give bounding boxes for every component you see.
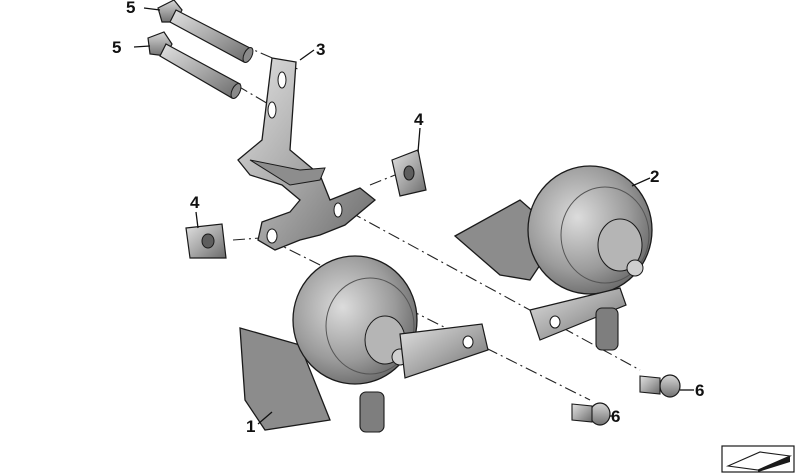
callout-4-right: 4 xyxy=(414,110,424,129)
callout-1: 1 xyxy=(246,417,255,436)
bracket-3 xyxy=(237,57,377,251)
callout-3: 3 xyxy=(316,40,325,59)
callout-5-lower: 5 xyxy=(112,38,121,57)
bolt-5-upper xyxy=(157,0,254,63)
bolt-5-lower xyxy=(147,31,242,99)
callout-6-right: 6 xyxy=(695,381,704,400)
callout-6-left: 6 xyxy=(611,407,620,426)
diagram-symbol-icon xyxy=(721,445,795,473)
callout-2: 2 xyxy=(650,167,659,186)
callouts: 5 5 3 4 4 2 1 6 6 xyxy=(112,0,704,436)
horn-1 xyxy=(239,255,489,433)
clip-nut-4-left xyxy=(185,223,227,259)
screw-6-right xyxy=(639,374,681,398)
horn-2 xyxy=(453,165,653,351)
callout-5-upper: 5 xyxy=(126,0,135,17)
screw-6-left xyxy=(571,402,611,426)
callout-4-left: 4 xyxy=(190,193,200,212)
clip-nut-4-right xyxy=(391,149,427,197)
